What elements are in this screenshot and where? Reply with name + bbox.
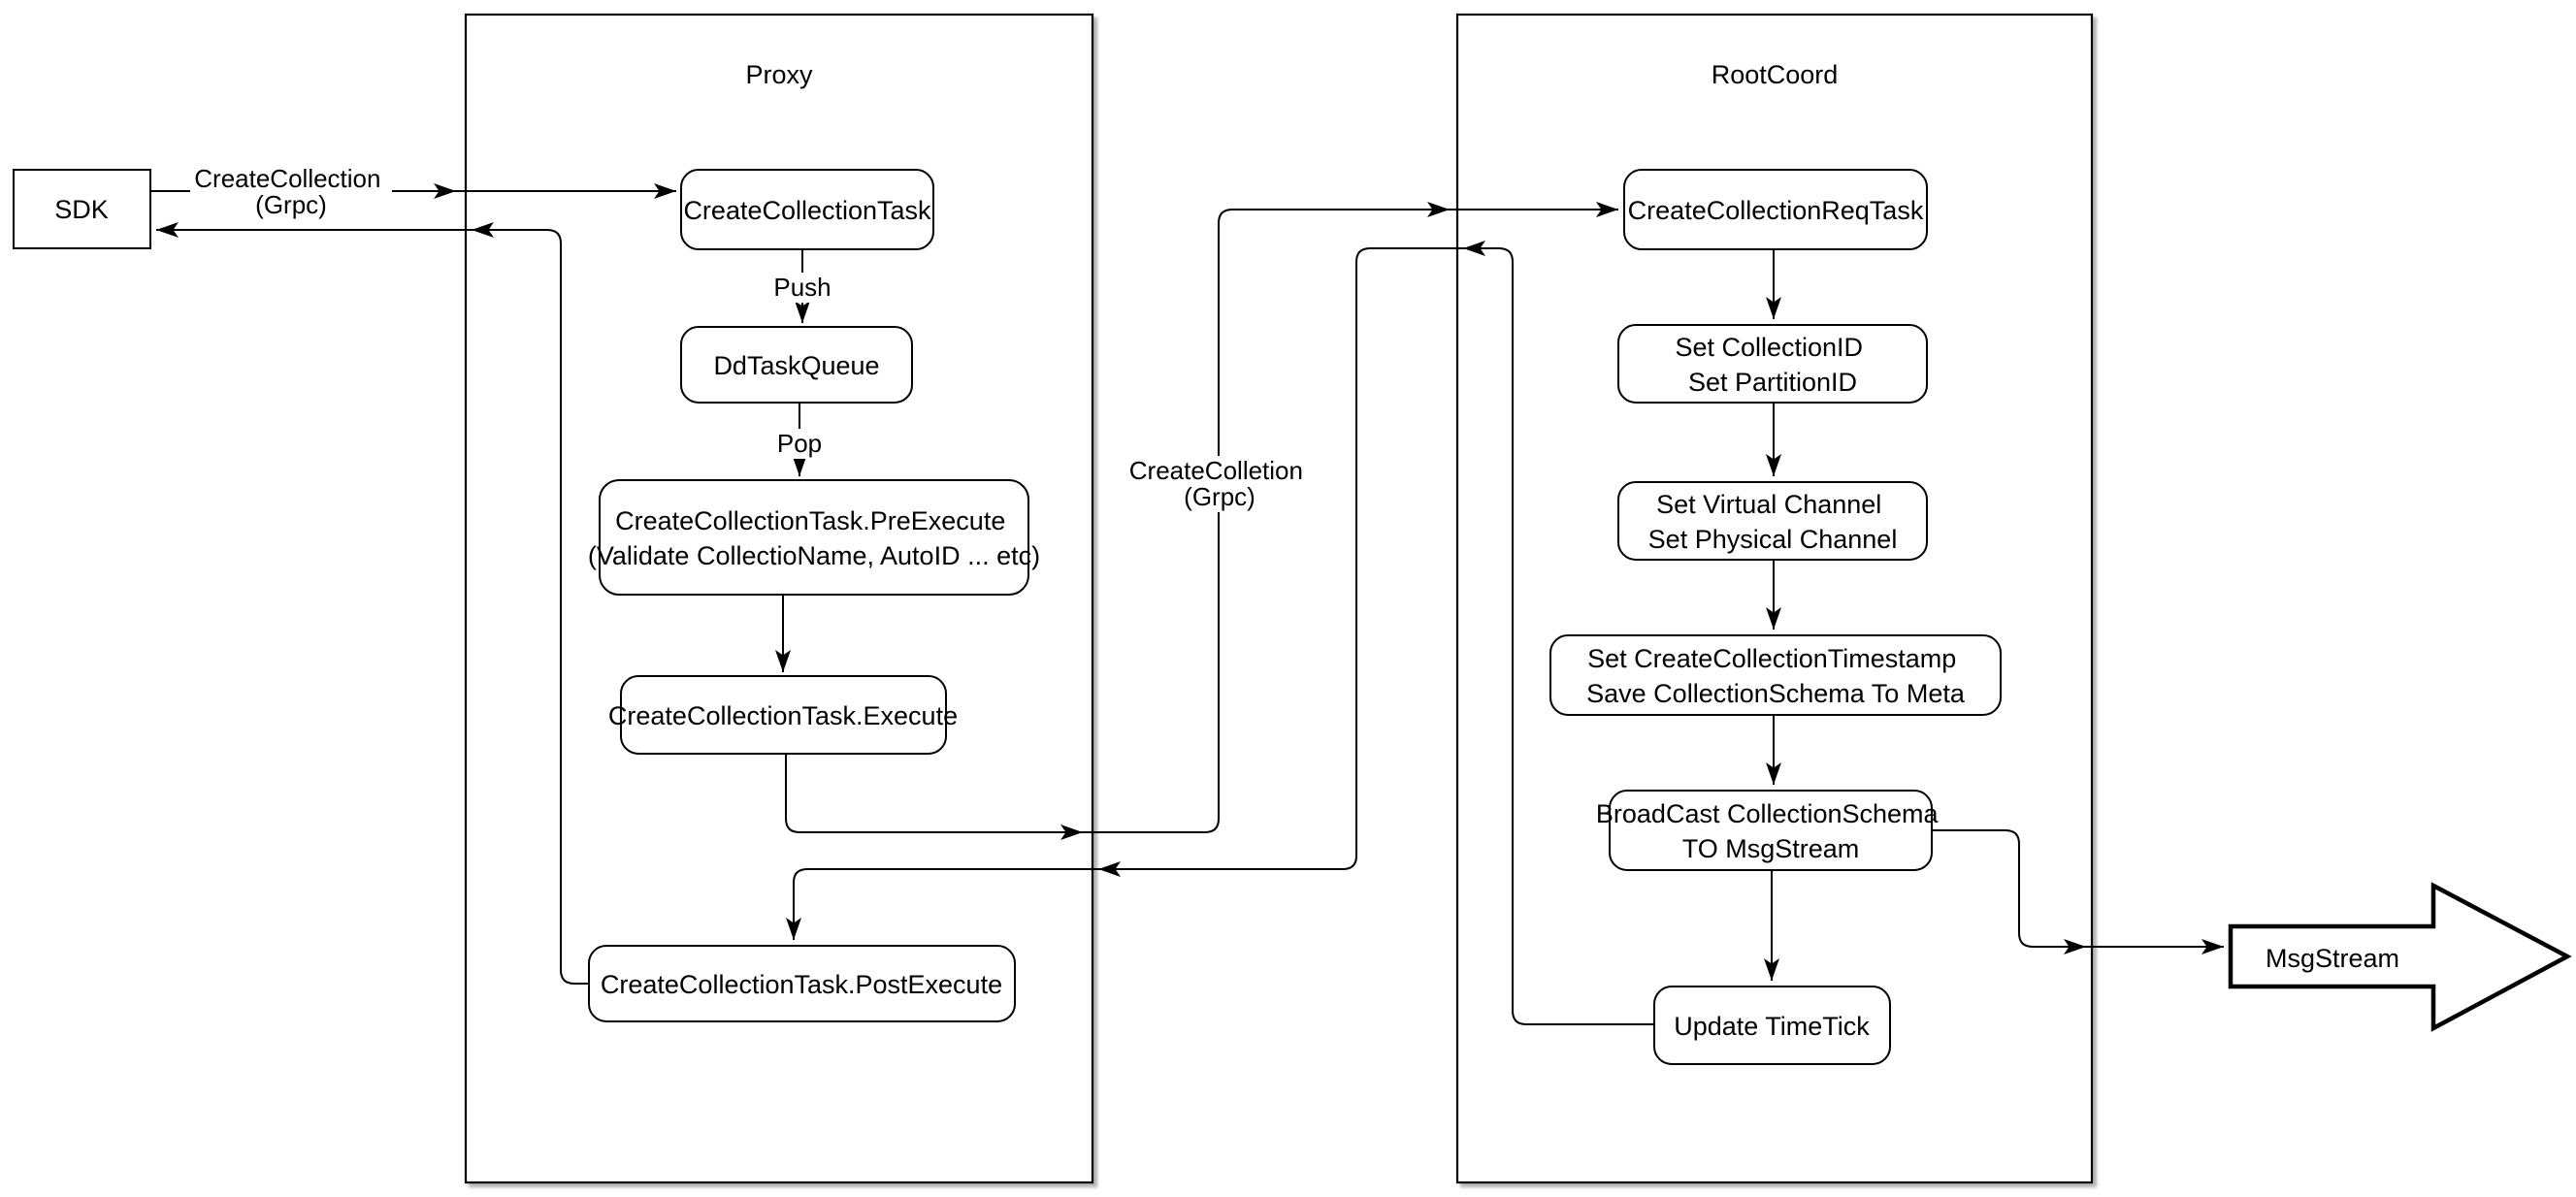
msgstream-label: MsgStream (2266, 944, 2399, 973)
node-create-collection-req-task (1623, 169, 1928, 250)
node-set-timestamp-save-meta (1549, 634, 2002, 716)
node-post-execute-label: CreateCollectionTask.PostExecute (601, 970, 1002, 999)
node-post-execute (588, 945, 1016, 1022)
edge-return-to-proxy-border (1098, 247, 1463, 877)
push-label: Push (773, 273, 831, 302)
edge-border-to-postexecute (786, 868, 1098, 940)
node-sdk-label: SDK (54, 195, 109, 224)
edge-up-to-rootcoord-border (1083, 202, 1450, 833)
node-create-collection-task (680, 169, 934, 250)
edge-broadcast-to-rootcoord-border (1932, 829, 2086, 954)
edge-exec-out-to-proxy-border (785, 754, 1083, 840)
pop-label: Pop (777, 429, 822, 458)
node-broadcast-schema (1609, 790, 1933, 871)
grpc-internal-label-bg (1123, 456, 1317, 512)
rootcoord-container-title: RootCoord (1712, 60, 1839, 89)
node-sdk (13, 169, 151, 249)
node-execute-label: CreateCollectionTask.Execute (608, 701, 958, 730)
node-pre-execute-label: CreateCollectionTask.PreExecute (Validat… (588, 506, 1040, 570)
grpc-request-label: CreateCollection (Grpc) (194, 164, 387, 219)
push-label-bg (770, 273, 834, 303)
edge-post-to-proxy-border (472, 222, 589, 985)
node-set-channels (1617, 481, 1928, 561)
grpc-request-label-bg (190, 163, 392, 217)
node-set-timestamp-save-meta-label: Set CreateCollectionTimestamp Save Colle… (1586, 644, 1966, 708)
edge-tick-out-of-rootcoord (1463, 241, 1654, 1025)
node-execute (620, 675, 947, 755)
grpc-internal-label: CreateColletion (Grpc) (1129, 456, 1310, 511)
node-set-collection-id (1617, 324, 1928, 404)
node-set-channels-label: Set Virtual Channel Set Physical Channel (1648, 490, 1898, 554)
node-create-collection-task-label: CreateCollectionTask (683, 196, 931, 225)
node-create-collection-req-task-label: CreateCollectionReqTask (1628, 196, 1924, 225)
node-broadcast-schema-label: BroadCast CollectionSchema TO MsgStream (1596, 799, 1945, 863)
node-dd-task-queue-label: DdTaskQueue (713, 351, 879, 380)
node-update-timetick (1653, 986, 1891, 1065)
pop-label-bg (771, 429, 828, 459)
msgstream-block-arrow (2228, 882, 2572, 1032)
node-set-collection-id-label: Set CollectionID Set PartitionID (1675, 333, 1870, 397)
node-pre-execute (599, 479, 1029, 596)
node-update-timetick-label: Update TimeTick (1674, 1012, 1870, 1041)
node-dd-task-queue (680, 326, 913, 404)
proxy-container-title: Proxy (745, 60, 813, 89)
